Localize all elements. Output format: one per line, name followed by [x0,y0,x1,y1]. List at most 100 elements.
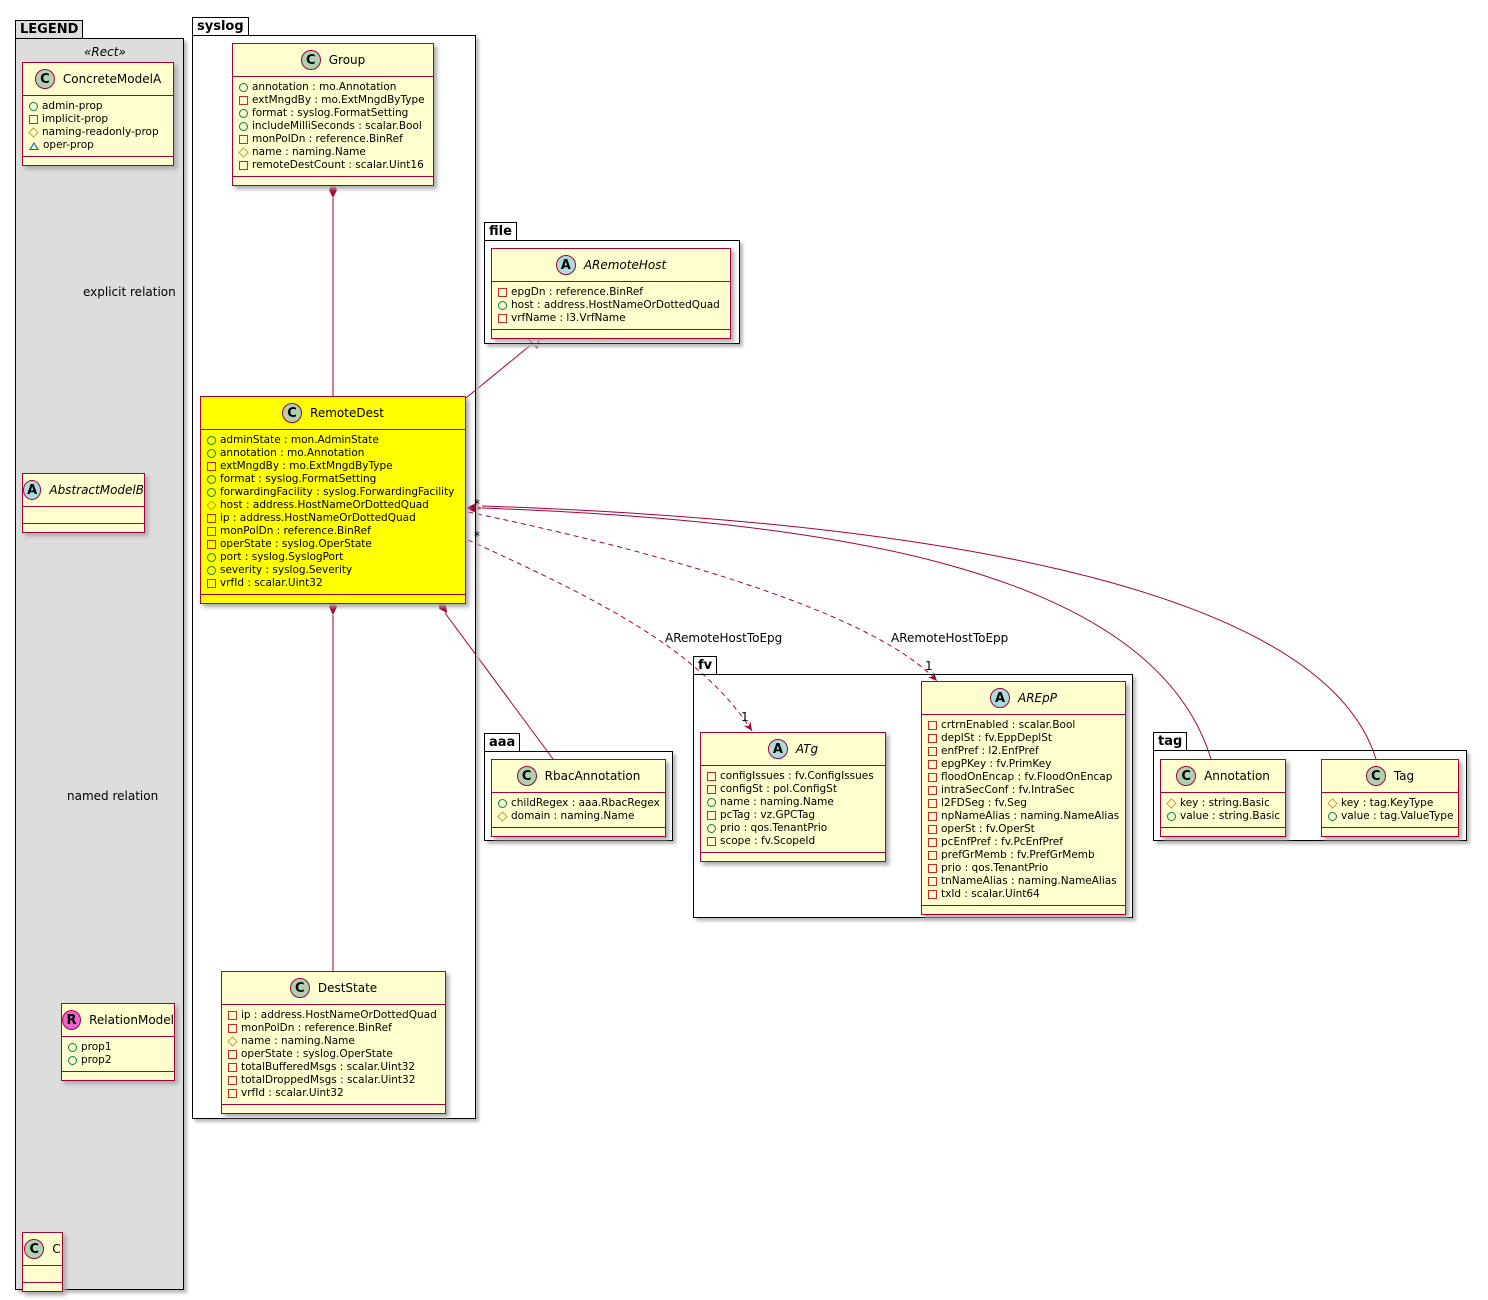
private-visibility-icon [207,579,216,588]
private-visibility-icon [928,760,937,769]
private-visibility-icon [928,812,937,821]
class-spot-icon: C [516,766,537,786]
package-visibility-icon [29,141,39,150]
edge-remotedest-rbac [444,612,554,760]
private-visibility-icon [707,772,716,781]
attribute: name : naming.Name [227,1035,439,1048]
method-compartment [23,524,144,532]
package-tab-aaa: aaa [484,733,521,751]
attribute: naming-readonly-prop [28,126,167,139]
attribute-text: value : string.Basic [1180,810,1281,822]
protected-visibility-icon [1166,798,1177,809]
multiplicity-remotedest-2: * [474,529,480,543]
class-spot-icon: C [282,403,303,423]
attribute: name : naming.Name [707,796,879,809]
attribute-text: enfPref : l2.EnfPref [941,745,1039,757]
private-visibility-icon [207,527,216,536]
public-visibility-icon [68,1043,77,1052]
attribute-text: txId : scalar.Uint64 [941,888,1040,900]
protected-visibility-icon [206,500,217,511]
private-visibility-icon [228,1089,237,1098]
relation-label-epg: ARemoteHostToEpg [665,631,783,645]
package-tab-fv: fv [693,656,718,674]
attribute-text: name : naming.Name [720,796,834,808]
attribute-text: ip : address.HostNameOrDottedQuad [220,512,416,524]
attribute-text: name : naming.Name [252,146,366,158]
attribute-text: prio : qos.TenantPrio [720,822,828,834]
private-visibility-icon [928,877,937,886]
multiplicity-remotedest-1: * [474,497,480,511]
attribute-text: extMngdBy : mo.ExtMngdByType [220,460,393,472]
attribute-text: prio : qos.TenantPrio [941,862,1049,874]
class-spot-icon: C [1365,766,1386,786]
attribute: monPolDn : reference.BinRef [207,525,459,538]
attribute-text: epgPKey : fv.PrimKey [941,758,1052,770]
attribute-text: prop2 [81,1054,112,1066]
class-name: RelationModel [89,1013,174,1027]
class-spot-icon: C [300,50,321,70]
attribute-text: operState : syslog.OperState [220,538,372,550]
attribute: oper-prop [29,139,167,152]
package-legend [15,38,184,1290]
attribute: operState : syslog.OperState [207,538,459,551]
attribute-text: extMngdBy : mo.ExtMngdByType [252,94,425,106]
attribute: monPolDn : reference.BinRef [228,1022,439,1035]
private-visibility-icon [928,851,937,860]
public-visibility-icon [29,102,38,111]
attribute: host : address.HostNameOrDottedQuad [498,299,724,312]
private-visibility-icon [928,890,937,899]
class-name: Annotation [1204,769,1270,783]
private-visibility-icon [207,540,216,549]
method-compartment [23,1283,62,1291]
attribute-text: monPolDn : reference.BinRef [220,525,371,537]
attribute: l2FDSeg : fv.Seg [928,797,1119,810]
public-visibility-icon [207,566,216,575]
method-compartment [62,1072,174,1080]
attribute: childRegex : aaa.RbacRegex [498,797,660,810]
package-aaa [484,751,673,841]
attribute: value : string.Basic [1167,810,1281,823]
private-visibility-icon [928,799,937,808]
attribute: format : syslog.FormatSetting [207,473,459,486]
attribute-text: admin-prop [42,100,103,112]
class-name: C [52,1242,61,1256]
attribute-text: totalBufferedMsgs : scalar.Uint32 [241,1061,416,1073]
private-visibility-icon [707,837,716,846]
edge-remotedest-aremotehost [465,343,533,399]
attribute: pcEnfPref : fv.PcEnfPref [928,836,1119,849]
composition-diamond-group [329,182,337,198]
legend-stereotype: «Rect» [84,45,126,59]
attribute-text: domain : naming.Name [511,810,635,822]
attribute: admin-prop [29,100,167,113]
attribute: value : tag.ValueType [1328,810,1453,823]
class-spot-icon: C [1176,766,1197,786]
named-relation-label: named relation [67,789,159,803]
attribute-text: key : tag.KeyType [1341,797,1434,809]
public-visibility-icon [68,1056,77,1065]
attribute: pcTag : vz.GPCTag [707,809,879,822]
private-visibility-icon [928,786,937,795]
attribute-list [23,507,144,524]
attribute-text: vrfId : scalar.Uint32 [220,577,323,589]
private-visibility-icon [498,288,507,297]
